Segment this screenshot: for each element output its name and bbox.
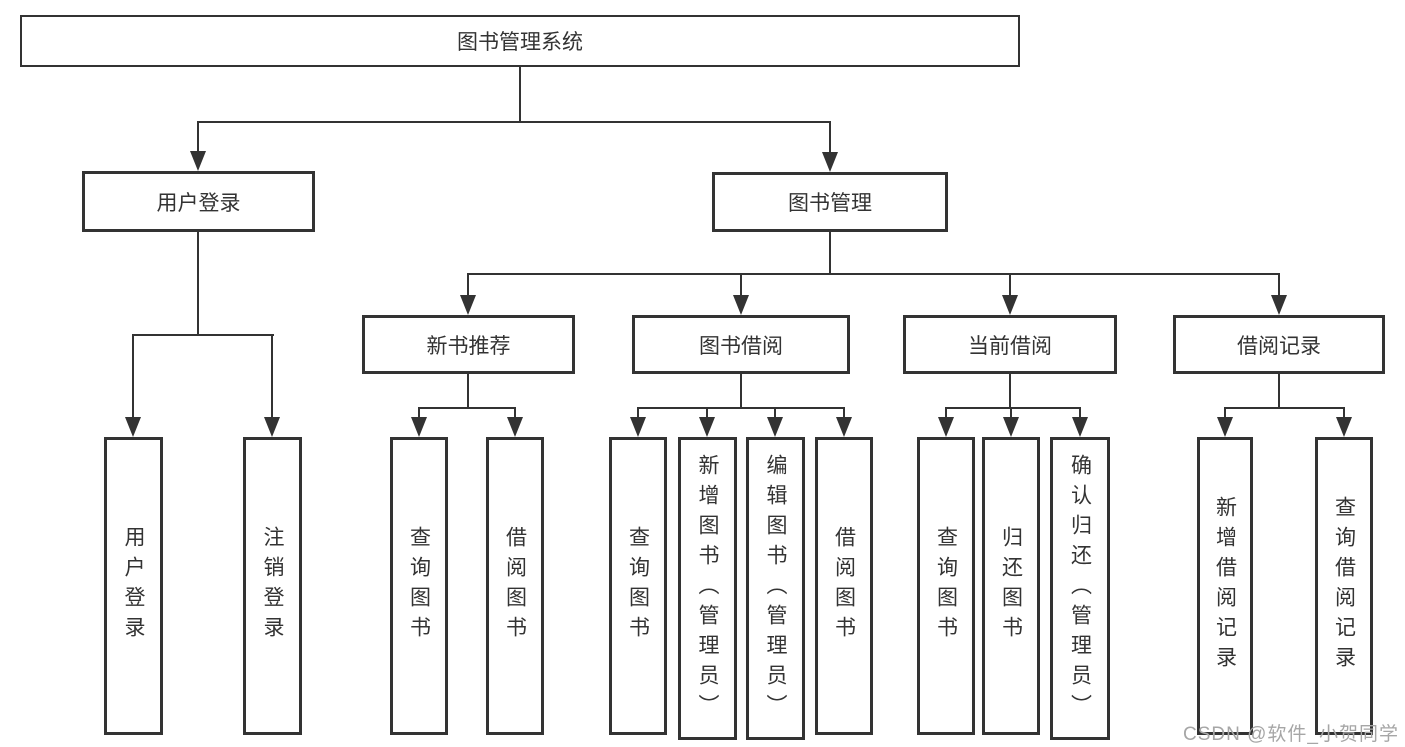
connector-leaf [1224,407,1226,419]
node-current-borrow: 当前借阅 [903,315,1117,374]
node-query-books-borrow: 查询图书 [609,437,667,735]
leaf-label: 注销登录 [261,526,284,646]
node-borrow-records: 借阅记录 [1173,315,1385,374]
connector-to-records [1278,273,1280,297]
connector-current-stem [1009,372,1011,409]
arrow-down-icon [767,417,783,437]
leaf-label: 归还图书 [999,526,1023,646]
connector-leaf [514,407,516,419]
connector-to-book-mgmt [829,121,831,154]
leaf-label: 借阅图书 [832,526,856,646]
connector-to-new-book [467,273,469,297]
arrow-down-icon [264,417,280,437]
arrow-down-icon [125,417,141,437]
connector-level2-bar [467,273,1280,275]
node-library-management-system: 图书管理系统 [20,15,1020,67]
leaf-label: 查询图书 [934,526,958,646]
node-logout-leaf: 注销登录 [243,437,302,735]
arrow-down-icon [507,417,523,437]
connector-to-current [1009,273,1011,297]
leaf-label: 用户登录 [122,526,145,646]
arrow-down-icon [1271,295,1287,315]
connector-leaf [637,407,639,419]
connector-leaf [706,407,708,419]
connector-level1-bar [197,121,831,123]
csdn-watermark: CSDN @软件_小贺同学 [1183,724,1399,745]
arrow-down-icon [938,417,954,437]
leaf-label: 查询图书 [626,526,650,646]
node-query-books-current: 查询图书 [917,437,975,735]
connector-new-book-stem [467,372,469,409]
connector-new-book-bar [418,407,516,409]
arrow-down-icon [630,417,646,437]
arrow-down-icon [411,417,427,437]
connector-user-login-bar [132,334,274,336]
connector-book-mgmt-stem [829,230,831,275]
node-return-book: 归还图书 [982,437,1040,735]
node-user-login-leaf: 用户登录 [104,437,163,735]
connector-to-user-login [197,121,199,153]
leaf-label: 新增图书（管理员） [696,453,719,724]
connector-leaf [418,407,420,419]
connector-borrow-bar [637,407,845,409]
arrow-down-icon [822,152,838,172]
node-book-borrow: 图书借阅 [632,315,850,374]
arrow-down-icon [733,295,749,315]
leaf-label: 编辑图书（管理员） [764,453,787,724]
node-query-borrow-record: 查询借阅记录 [1315,437,1373,735]
connector-records-stem [1278,372,1280,409]
connector-root-stem [519,66,521,122]
arrow-down-icon [190,151,206,171]
connector-leaf [1079,407,1081,419]
node-new-book-rec: 新书推荐 [362,315,575,374]
leaf-label: 查询图书 [407,526,431,646]
arrow-down-icon [1217,417,1233,437]
node-add-book-admin: 新增图书（管理员） [678,437,737,740]
connector-current-bar [945,407,1081,409]
connector-user-login-stem [197,230,199,336]
arrow-down-icon [699,417,715,437]
arrow-down-icon [1003,417,1019,437]
arrow-down-icon [1002,295,1018,315]
connector-leaf [1010,407,1012,419]
connector-to-login-leaf [132,334,134,419]
node-add-borrow-record: 新增借阅记录 [1197,437,1253,735]
connector-to-borrow [740,273,742,297]
connector-leaf [774,407,776,419]
connector-leaf [945,407,947,419]
leaf-label: 新增借阅记录 [1213,496,1237,676]
leaf-label: 查询借阅记录 [1332,496,1356,676]
arrow-down-icon [460,295,476,315]
arrow-down-icon [836,417,852,437]
node-confirm-return-admin: 确认归还（管理员） [1050,437,1110,740]
arrow-down-icon [1072,417,1088,437]
leaf-label: 确认归还（管理员） [1068,453,1092,724]
connector-borrow-stem [740,372,742,409]
leaf-label: 借阅图书 [503,526,527,646]
node-book-mgmt: 图书管理 [712,172,948,232]
connector-records-bar [1224,407,1345,409]
node-user-login: 用户登录 [82,171,315,232]
node-borrow-books-newbook: 借阅图书 [486,437,544,735]
node-query-books-newbook: 查询图书 [390,437,448,735]
connector-leaf [843,407,845,419]
node-edit-book-admin: 编辑图书（管理员） [746,437,805,740]
connector-leaf [1343,407,1345,419]
connector-to-logout-leaf [271,334,273,419]
arrow-down-icon [1336,417,1352,437]
node-borrow-books-borrow: 借阅图书 [815,437,873,735]
